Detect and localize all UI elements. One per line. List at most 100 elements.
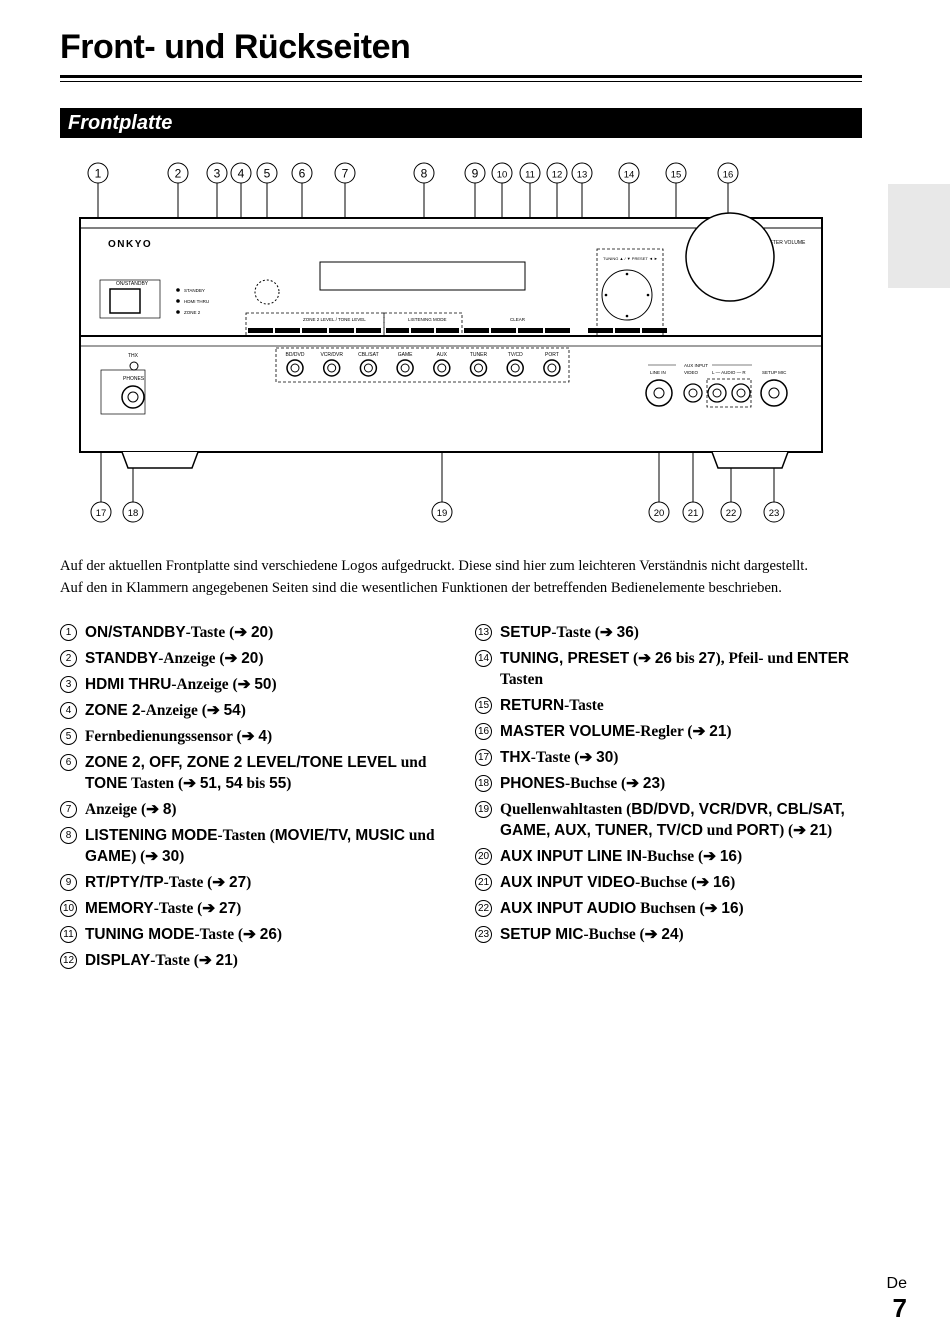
selector-port[interactable]: PORT	[543, 352, 561, 377]
svg-text:11: 11	[525, 170, 535, 181]
callout-3: 3	[206, 162, 228, 184]
svg-text:TUNER: TUNER	[470, 352, 488, 358]
svg-text:PORT: PORT	[545, 352, 559, 358]
callout-5: 5	[256, 162, 278, 184]
selector-game[interactable]: GAME	[396, 352, 414, 377]
callout-17: 17	[90, 501, 112, 523]
setup-mic-label: SETUP MIC	[762, 370, 787, 375]
callout-number: 16	[475, 723, 492, 740]
callout-6: 6	[291, 162, 313, 184]
page-number: 7	[892, 1293, 907, 1323]
callout-number: 20	[475, 848, 492, 865]
intro-line-2: Auf den in Klammern angegebenen Seiten s…	[60, 580, 782, 596]
selector-aux[interactable]: AUX	[433, 352, 451, 377]
svg-text:20: 20	[654, 508, 665, 519]
tuning-preset-label: TUNING ▲ / ▼ PRESET ◄ ►	[603, 256, 658, 261]
callout-number: 17	[475, 749, 492, 766]
callout-15: 15	[665, 162, 687, 184]
zone2-indicator-label: ZONE 2	[184, 310, 201, 315]
audio-l-jack[interactable]	[707, 383, 727, 403]
callout-22: 22	[720, 501, 742, 523]
callout-number: 2	[60, 650, 77, 667]
display-window	[319, 261, 526, 291]
svg-text:14: 14	[624, 170, 635, 181]
svg-text:18: 18	[128, 508, 139, 519]
line-in-jack[interactable]	[645, 379, 673, 407]
callout-16: 16	[717, 162, 739, 184]
callout-4: 4	[230, 162, 252, 184]
svg-text:BD/DVD: BD/DVD	[286, 352, 305, 358]
master-volume-knob[interactable]	[685, 212, 775, 302]
clear-label: CLEAR	[510, 317, 526, 322]
audio-r-jack[interactable]	[731, 383, 751, 403]
callout-14: 14	[618, 162, 640, 184]
line-in-label: LINE IN	[650, 370, 666, 375]
listening-mode-label: LISTENING MODE	[408, 317, 447, 322]
standby-indicator-label: STANDBY	[184, 288, 205, 293]
audio-label: L — AUDIO — R	[712, 370, 746, 375]
callout-8: 8	[413, 162, 435, 184]
callout-2: 2	[167, 162, 189, 184]
on-standby-button[interactable]	[109, 288, 141, 314]
callout-number: 1	[60, 624, 77, 641]
page-title: Front- und Rückseiten	[60, 28, 411, 66]
aux-input-label: AUX INPUT	[684, 363, 708, 368]
callout-10: 10	[491, 162, 513, 184]
callout-number: 5	[60, 728, 77, 745]
callout-number: 12	[60, 952, 77, 969]
callout-number: 21	[475, 874, 492, 891]
callout-number: 8	[60, 827, 77, 844]
selector-cblsat[interactable]: CBL/SAT	[358, 352, 379, 377]
svg-text:19: 19	[437, 508, 448, 519]
phones-jack[interactable]	[121, 385, 145, 409]
selector-bddvd[interactable]: BD/DVD	[286, 352, 305, 377]
callout-21: 21	[682, 501, 704, 523]
selector-tvcd[interactable]: TV/CD	[506, 352, 524, 377]
callout-13: 13	[571, 162, 593, 184]
hdmi-thru-indicator-label: HDMI THRU	[184, 299, 209, 304]
hdmi-thru-led-icon	[176, 299, 180, 303]
svg-text:3: 3	[214, 167, 221, 181]
callout-19: 19	[431, 501, 453, 523]
svg-text:AUX: AUX	[437, 352, 448, 358]
title-rule-thick	[60, 75, 862, 78]
svg-text:5: 5	[264, 167, 271, 181]
callout-number: 18	[475, 775, 492, 792]
on-standby-label: ON/STANDBY	[116, 281, 149, 287]
video-jack[interactable]	[683, 383, 703, 403]
standby-led-icon	[176, 288, 180, 292]
svg-text:17: 17	[96, 508, 107, 519]
svg-text:13: 13	[577, 170, 588, 181]
callout-number: 11	[60, 926, 77, 943]
setup-mic-jack[interactable]	[760, 379, 788, 407]
callout-number: 10	[60, 900, 77, 917]
callout-18: 18	[122, 501, 144, 523]
tuning-pad[interactable]	[601, 269, 653, 321]
svg-text:8: 8	[421, 167, 428, 181]
svg-text:12: 12	[552, 170, 563, 181]
side-tab-marker	[888, 184, 950, 288]
callout-1: 1	[87, 162, 109, 184]
selector-vcrdvr[interactable]: VCR/DVR	[320, 352, 343, 377]
selector-tuner[interactable]: TUNER	[469, 352, 488, 377]
svg-text:GAME: GAME	[398, 352, 413, 358]
thx-button[interactable]	[129, 361, 139, 371]
